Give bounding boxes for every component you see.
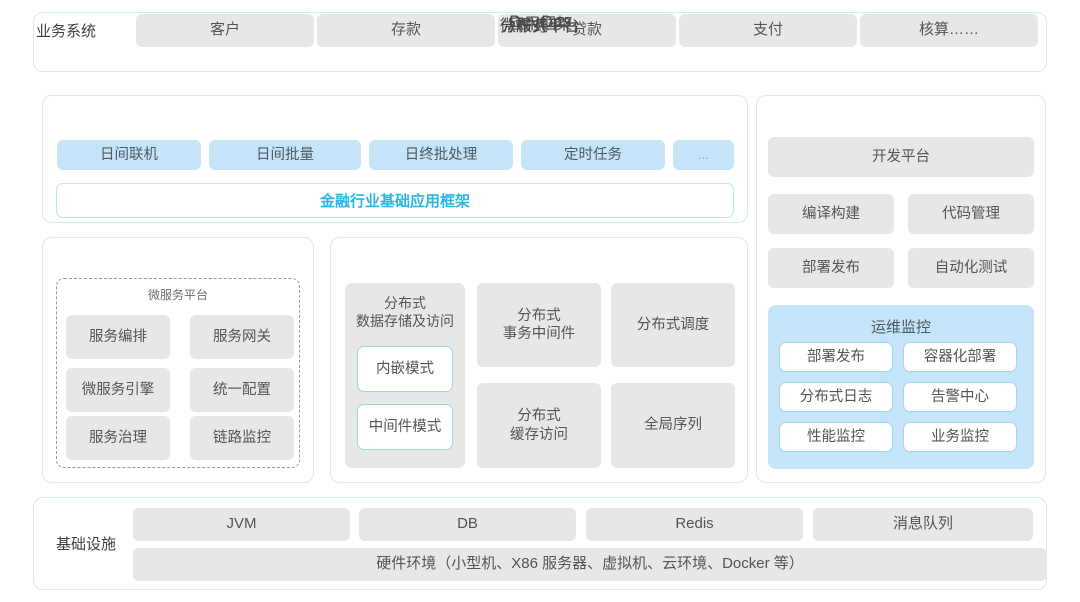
ops-monitor-title: 运维监控: [870, 319, 931, 336]
app-chip-scheduled-task[interactable]: 定时任务: [521, 140, 665, 170]
business-chip-deposit[interactable]: 存款: [317, 14, 495, 47]
app-chip-daytime-online[interactable]: 日间联机: [57, 140, 201, 170]
micro-chip-trace-monitor[interactable]: 链路监控: [190, 416, 294, 460]
dist-chip-global-sequence-label: 全局序列: [644, 417, 702, 434]
business-chip-payment[interactable]: 支付: [679, 14, 857, 47]
infra-chip-hardware-environment[interactable]: 硬件环境（小型机、X86 服务器、虚拟机、云环境、Docker 等）: [133, 548, 1047, 581]
dist-chip-transaction-middleware[interactable]: 分布式 事务中间件: [477, 283, 601, 367]
infra-chip-redis[interactable]: Redis: [586, 508, 803, 541]
devops-chip-automated-test[interactable]: 自动化测试: [908, 248, 1034, 288]
financial-base-framework-box[interactable]: 金融行业基础应用框架: [56, 183, 734, 218]
distributed-storage-title: 分布式 数据存储及访问: [345, 294, 465, 330]
dist-chip-cache-access[interactable]: 分布式 缓存访问: [477, 383, 601, 468]
micro-chip-service-orchestration[interactable]: 服务编排: [66, 315, 170, 359]
business-chip-loan[interactable]: 贷款: [498, 14, 676, 47]
business-chip-customer[interactable]: 客户: [136, 14, 314, 47]
infra-chip-db[interactable]: DB: [359, 508, 576, 541]
ops-chip-containerized-deploy[interactable]: 容器化部署: [903, 342, 1017, 372]
infrastructure-label: 基础设施: [55, 536, 116, 553]
distributed-storage-title-line2: 数据存储及访问: [356, 313, 454, 330]
app-framework-title: 应用框架: [507, 16, 572, 33]
distributed-platform-title: 分布式平台: [499, 18, 580, 35]
business-system-label: 业务系统: [35, 22, 96, 40]
ops-chip-alert-center[interactable]: 告警中心: [903, 382, 1017, 412]
micro-chip-microservice-engine[interactable]: 微服务引擎: [66, 368, 170, 412]
dist-chip-embedded-mode[interactable]: 内嵌模式: [357, 346, 453, 392]
business-chip-accounting[interactable]: 核算……: [860, 14, 1038, 47]
app-chip-eod-batch[interactable]: 日终批处理: [369, 140, 513, 170]
micro-chip-service-gateway[interactable]: 服务网关: [190, 315, 294, 359]
ops-chip-distributed-log[interactable]: 分布式日志: [779, 382, 893, 412]
microservice-platform-title: 微服务平台: [499, 18, 580, 35]
dist-chip-middleware-mode[interactable]: 中间件模式: [357, 404, 453, 450]
devops-chip-deploy-release[interactable]: 部署发布: [768, 248, 894, 288]
ops-chip-deploy-release[interactable]: 部署发布: [779, 342, 893, 372]
dist-chip-scheduling[interactable]: 分布式调度: [611, 283, 735, 367]
infra-chip-message-queue[interactable]: 消息队列: [813, 508, 1033, 541]
micro-chip-unified-config[interactable]: 统一配置: [190, 368, 294, 412]
dist-chip-cache-access-line1: 分布式: [517, 408, 561, 425]
micro-chip-service-governance[interactable]: 服务治理: [66, 416, 170, 460]
devops-chip-code-management[interactable]: 代码管理: [908, 194, 1034, 234]
financial-base-framework-label: 金融行业基础应用框架: [319, 193, 470, 210]
microservice-inner-title: 微服务平台: [147, 288, 208, 302]
devops-title: DevOps: [509, 12, 571, 31]
microservice-dashed-group: [56, 278, 300, 468]
distributed-storage-title-line1: 分布式: [384, 295, 426, 311]
app-chip-more[interactable]: ...: [673, 140, 734, 170]
dist-chip-global-sequence[interactable]: 全局序列: [611, 383, 735, 468]
devops-chip-build[interactable]: 编译构建: [768, 194, 894, 234]
dist-chip-transaction-middleware-line2: 事务中间件: [502, 326, 576, 342]
dist-chip-transaction-middleware-line1: 分布式: [517, 307, 561, 324]
ops-chip-performance-monitor[interactable]: 性能监控: [779, 422, 893, 452]
dist-chip-cache-access-line2: 缓存访问: [510, 426, 568, 443]
dist-chip-scheduling-label: 分布式调度: [636, 316, 710, 333]
ops-chip-business-monitor[interactable]: 业务监控: [903, 422, 1017, 452]
infra-chip-jvm[interactable]: JVM: [133, 508, 350, 541]
app-chip-daytime-batch[interactable]: 日间批量: [209, 140, 361, 170]
devops-chip-dev-platform[interactable]: 开发平台: [768, 137, 1034, 177]
